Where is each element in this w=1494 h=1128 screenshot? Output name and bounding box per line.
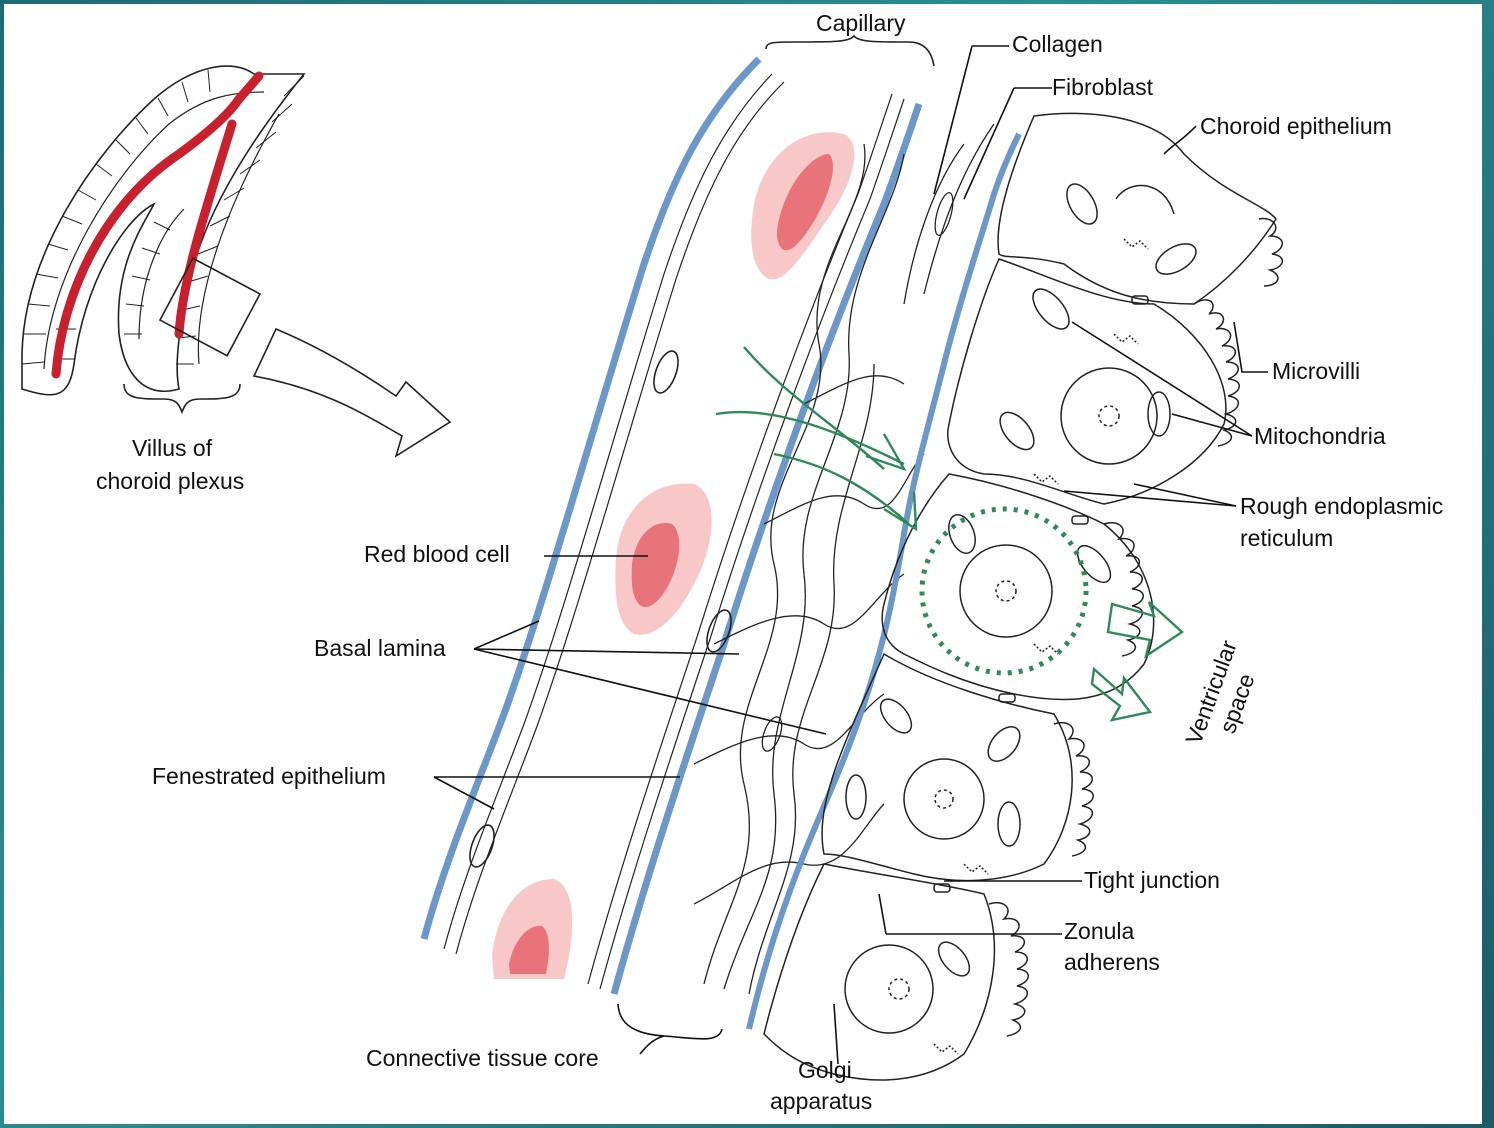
epithelial-cell-icon: [764, 113, 1282, 1080]
label-collagen: Collagen: [1012, 31, 1103, 57]
label-red-blood-cell: Red blood cell: [364, 541, 510, 567]
label-villus-1: Villus of: [132, 435, 213, 461]
label-connective-tissue-core: Connective tissue core: [366, 1045, 599, 1071]
label-capillary: Capillary: [816, 10, 906, 36]
label-microvilli: Microvilli: [1272, 358, 1360, 384]
label-ventricular-space: Ventricular space: [1180, 636, 1268, 757]
label-mitochondria: Mitochondria: [1254, 423, 1386, 449]
label-zonula-1: Zonula: [1064, 918, 1135, 944]
label-tight-junction: Tight junction: [1084, 867, 1220, 893]
diagram-panel: Capillary Collagen Fibroblast Choroid ep…: [4, 4, 1482, 1124]
label-golgi-1: Golgi: [798, 1057, 852, 1083]
label-fenestrated-epithelium: Fenestrated epithelium: [152, 763, 386, 789]
label-villus-2: choroid plexus: [96, 468, 244, 494]
label-rough-er-1: Rough endoplasmic: [1240, 493, 1443, 519]
capillary-icon: [424, 36, 934, 994]
label-basal-lamina: Basal lamina: [314, 635, 446, 661]
label-zonula-2: adherens: [1064, 949, 1160, 975]
magnify-arrow-icon: [254, 329, 450, 456]
label-choroid-epithelium: Choroid epithelium: [1200, 113, 1392, 139]
choroid-plexus-diagram: Capillary Collagen Fibroblast Choroid ep…: [4, 4, 1482, 1124]
label-rough-er-2: reticulum: [1240, 525, 1333, 551]
connective-tissue-fibers: [694, 124, 994, 994]
label-fibroblast: Fibroblast: [1052, 74, 1154, 100]
label-golgi-2: apparatus: [770, 1088, 872, 1114]
